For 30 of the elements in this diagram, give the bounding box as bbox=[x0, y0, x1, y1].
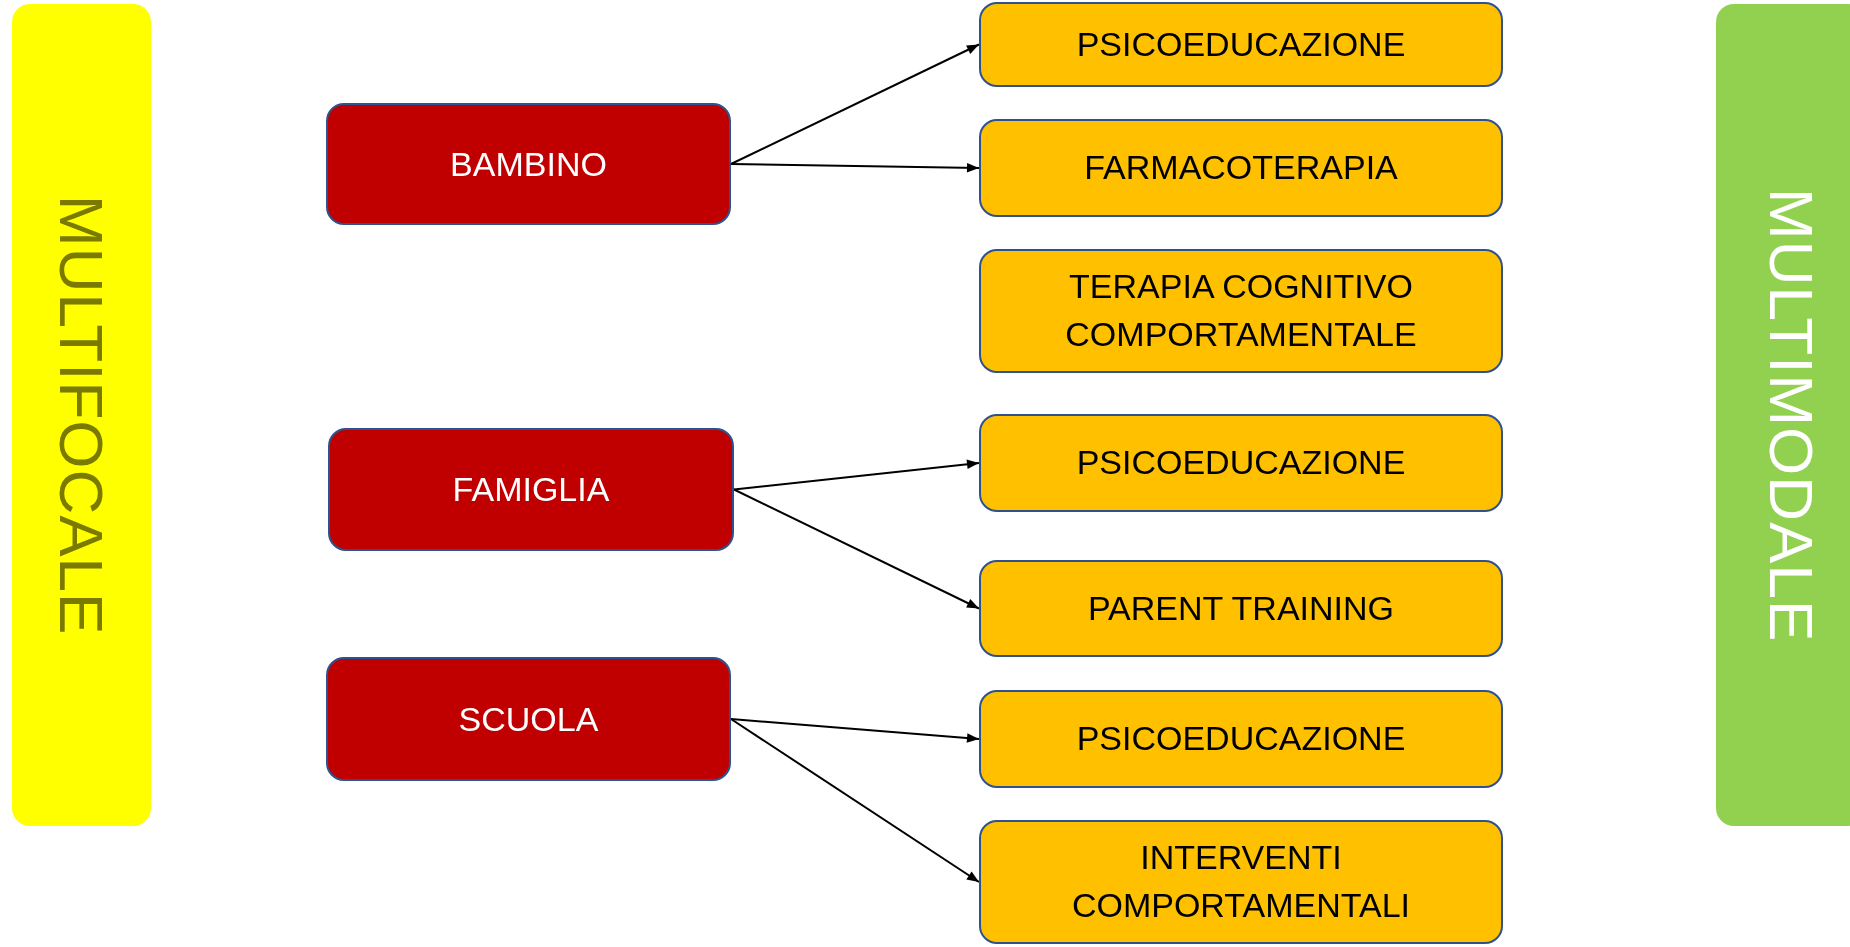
arrow bbox=[730, 718, 980, 883]
box-label: PSICOEDUCAZIONE bbox=[1076, 23, 1406, 65]
box-label: PSICOEDUCAZIONE bbox=[1076, 718, 1406, 760]
intervention-box bbox=[979, 820, 1503, 944]
arrow bbox=[730, 718, 980, 743]
intervention-box bbox=[979, 414, 1503, 512]
box-label: FAMIGLIA bbox=[452, 470, 610, 509]
box-label: FARMACOTERAPIA bbox=[1084, 147, 1398, 189]
arrow bbox=[733, 488, 980, 610]
box-label: PSICOEDUCAZIONE bbox=[1076, 442, 1406, 484]
arrow bbox=[730, 163, 980, 173]
intervention-box bbox=[979, 249, 1503, 373]
arrow bbox=[733, 459, 980, 491]
side-band bbox=[1716, 4, 1850, 826]
intervention-box bbox=[979, 560, 1503, 657]
box-label: PARENT TRAINING bbox=[1087, 587, 1395, 629]
category-box bbox=[328, 428, 734, 551]
box-label: SCUOLA bbox=[458, 699, 599, 739]
intervention-box bbox=[979, 119, 1503, 217]
box-label: BAMBINO bbox=[450, 144, 607, 184]
intervention-box bbox=[979, 2, 1503, 87]
box-label: INTERVENTI COMPORTAMENTALI bbox=[1070, 837, 1412, 926]
box-label: TERAPIA COGNITIVO COMPORTAMENTALE bbox=[1064, 266, 1418, 355]
arrow bbox=[730, 43, 980, 165]
category-box bbox=[326, 657, 731, 781]
box-label: MULTIFOCALE bbox=[46, 194, 117, 636]
intervention-box bbox=[979, 690, 1503, 788]
side-band bbox=[12, 4, 151, 826]
box-label: MULTIMODALE bbox=[1755, 187, 1827, 643]
category-box bbox=[326, 103, 731, 225]
